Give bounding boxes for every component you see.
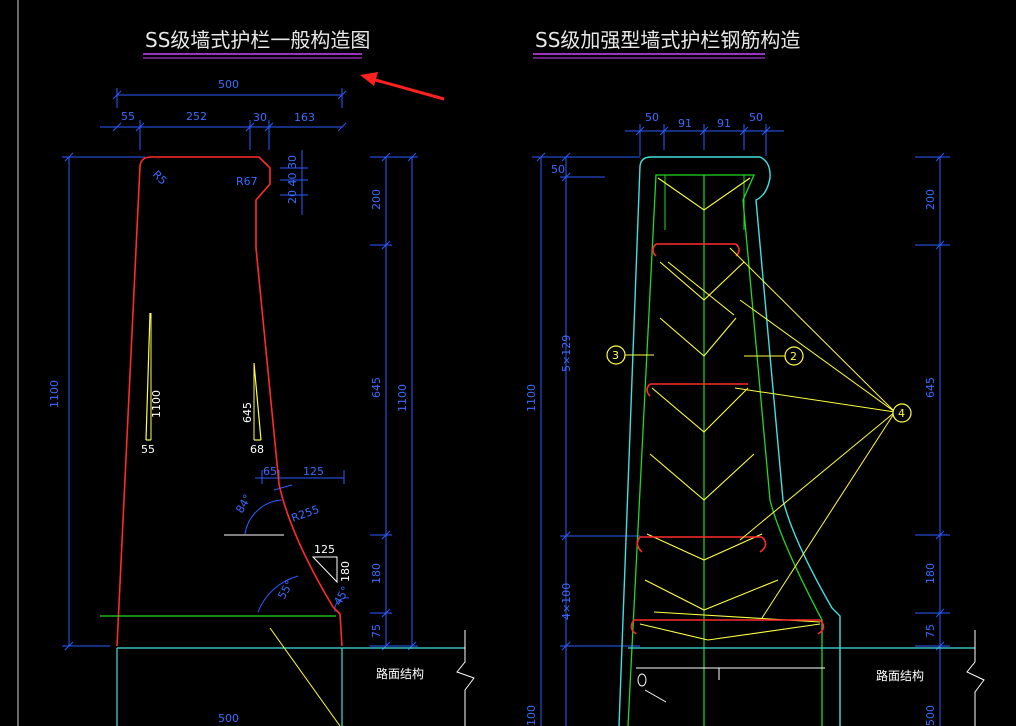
svg-text:180: 180 xyxy=(370,563,383,584)
callout-leaders xyxy=(624,247,896,619)
svg-text:4×100: 4×100 xyxy=(560,583,573,620)
callout-2: 2 xyxy=(784,346,804,366)
svg-text:75: 75 xyxy=(924,624,937,638)
svg-text:645: 645 xyxy=(924,377,937,398)
svg-text:125: 125 xyxy=(303,465,324,478)
svg-text:91: 91 xyxy=(717,117,731,130)
svg-text:20 40 30: 20 40 30 xyxy=(286,155,299,204)
slope-indicator-1: 1100 55 xyxy=(141,312,163,456)
slope-indicator-3: 125 180 xyxy=(311,543,352,584)
left-dimension-text: 500 55 252 30 163 1100 200 645 180 75 11… xyxy=(48,78,409,638)
svg-text:2: 2 xyxy=(790,350,797,363)
right-break-symbol xyxy=(966,630,985,726)
svg-text:55: 55 xyxy=(141,443,155,456)
svg-text:180: 180 xyxy=(924,563,937,584)
stirrups-yellow xyxy=(639,177,821,641)
slope-indicator-2: 645 68 xyxy=(241,362,264,456)
svg-text:1100: 1100 xyxy=(48,380,61,408)
svg-text:252: 252 xyxy=(186,110,207,123)
right-dimension-text: 50 91 91 50 50 5×129 1100 4×100 100 200 … xyxy=(525,111,937,726)
svg-text:1100: 1100 xyxy=(525,384,538,412)
left-pavement-label: 路面结构 xyxy=(376,666,424,681)
svg-text:91: 91 xyxy=(678,117,692,130)
svg-text:68: 68 xyxy=(250,443,264,456)
right-pavement-label: 路面结构 xyxy=(876,668,924,683)
right-dimension-lines xyxy=(532,124,950,726)
svg-text:50: 50 xyxy=(645,111,659,124)
svg-text:50: 50 xyxy=(749,111,763,124)
svg-text:50: 50 xyxy=(551,163,565,176)
svg-text:1100: 1100 xyxy=(150,390,163,418)
svg-text:75: 75 xyxy=(370,624,383,638)
svg-text:180: 180 xyxy=(339,561,352,582)
svg-text:1100: 1100 xyxy=(396,384,409,412)
svg-text:3: 3 xyxy=(612,349,619,362)
left-dimension-lines xyxy=(62,88,418,651)
svg-text:645: 645 xyxy=(370,377,383,398)
svg-text:500: 500 xyxy=(218,712,239,725)
svg-text:55: 55 xyxy=(121,110,135,123)
svg-text:163: 163 xyxy=(294,111,315,124)
svg-text:500: 500 xyxy=(218,78,239,91)
svg-text:4: 4 xyxy=(898,407,905,420)
svg-text:5×129: 5×129 xyxy=(560,335,573,372)
reinforced-barrier-outline xyxy=(618,156,841,726)
callout-4: 4 xyxy=(892,403,912,423)
right-title: SS级加强型墙式护栏钢筋构造 xyxy=(535,28,800,52)
svg-text:200: 200 xyxy=(370,189,383,210)
svg-text:30: 30 xyxy=(253,111,267,124)
svg-text:500: 500 xyxy=(924,705,937,726)
svg-text:100: 100 xyxy=(525,705,538,726)
left-break-symbol xyxy=(456,630,475,726)
svg-text:R67: R67 xyxy=(236,175,258,188)
svg-text:125: 125 xyxy=(314,543,335,556)
barrier-profile xyxy=(116,156,343,647)
svg-text:645: 645 xyxy=(241,402,254,423)
stirrups-red xyxy=(630,243,825,635)
annotation-arrow-icon xyxy=(360,72,445,101)
svg-text:200: 200 xyxy=(924,189,937,210)
left-title: SS级墙式护栏一般构造图 xyxy=(145,28,370,52)
rebar-outline-green xyxy=(627,174,823,726)
callout-3: 3 xyxy=(606,345,626,365)
svg-text:65: 65 xyxy=(263,465,277,478)
